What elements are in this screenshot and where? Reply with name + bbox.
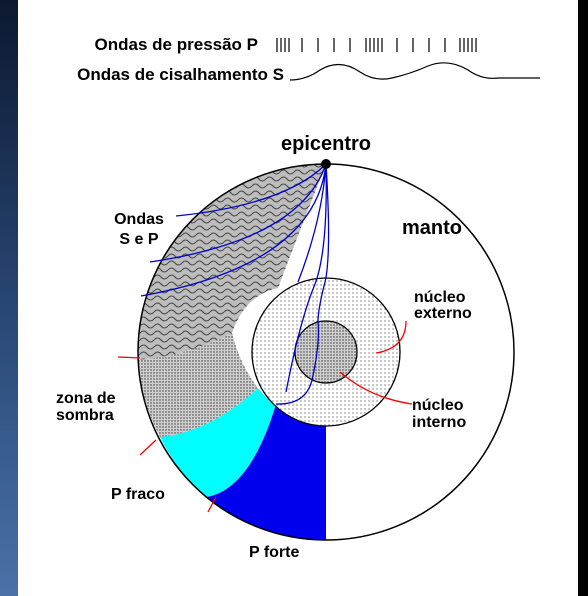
ray-paths [140,163,330,405]
inner-core-label-line1: núcleo [412,397,464,414]
shadow-label-line1: zona de [56,390,116,407]
epicenter-dot [321,159,331,169]
s-wave-curve [289,62,540,81]
shadow-zone [138,333,258,437]
p-strong-label: P forte [249,544,299,561]
seismic-wave-diagram: Ondas de pressão P Ondas de cisalhamento… [56,35,540,561]
waves-label-line2: S e P [119,231,158,248]
inner-core [294,320,358,384]
left-gradient-bar [0,0,18,596]
pointer-lines [117,320,413,513]
outer-core-label-line2: externo [414,305,472,322]
epicenter-label: epicentro [281,133,371,155]
p-wave-ticks [276,38,477,52]
shadow-label-line2: sombra [56,407,114,424]
p-weak-zone [160,388,276,497]
p-wave-legend: Ondas de pressão P [95,35,477,54]
inner-core-label-line2: interno [412,414,466,431]
s-wave-legend: Ondas de cisalhamento S [77,62,540,84]
diagram-panel: Ondas de pressão P Ondas de cisalhamento… [18,0,578,596]
p-wave-label: Ondas de pressão P [95,35,258,54]
p-strong-zone [206,404,326,541]
s-and-p-zone [137,163,326,360]
p-weak-label: P fraco [111,486,165,503]
s-wave-label: Ondas de cisalhamento S [77,65,284,84]
mantle-label: manto [402,217,462,239]
outer-core-label-line1: núcleo [414,289,466,306]
waves-label-line1: Ondas [114,211,164,228]
